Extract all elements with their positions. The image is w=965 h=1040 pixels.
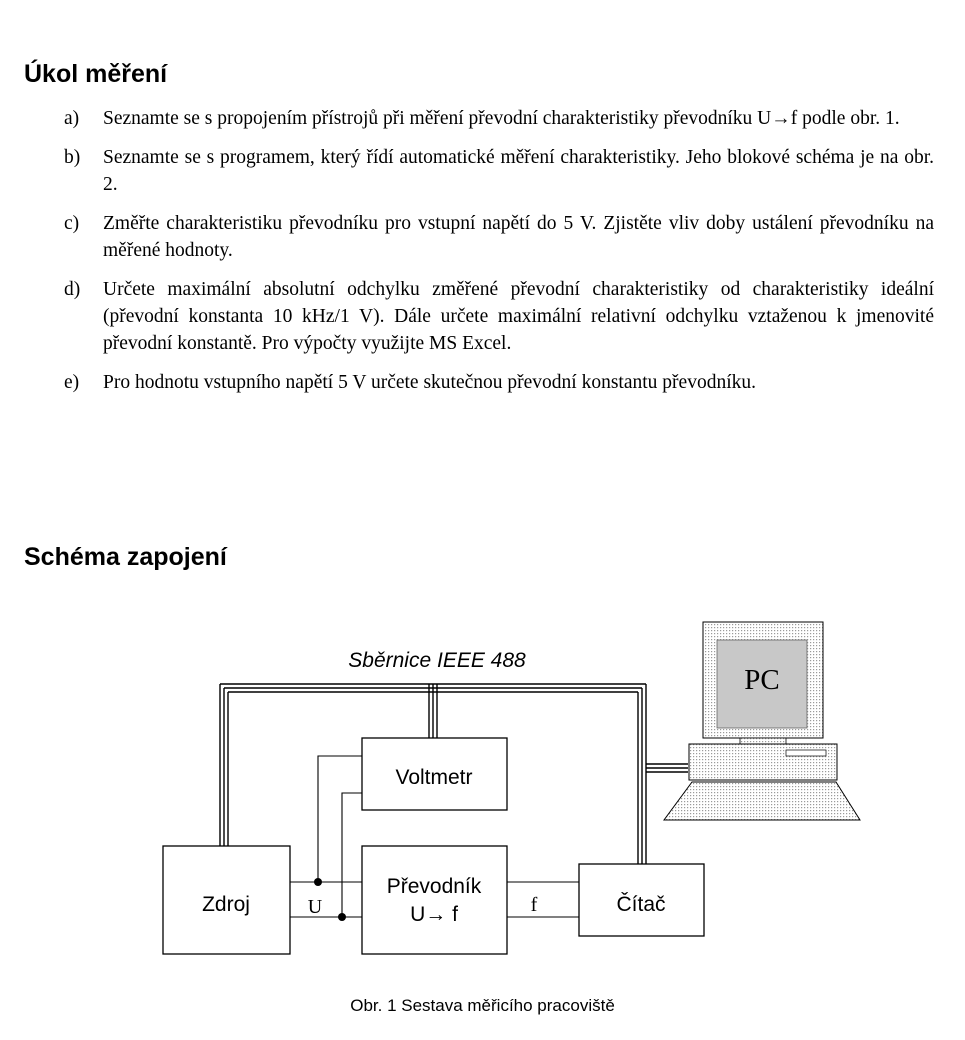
section-heading-schema: Schéma zapojení — [24, 543, 227, 571]
converter-label-line2: U→ f — [410, 903, 458, 926]
counter-block — [578, 863, 705, 937]
pc-label: PC — [744, 664, 779, 696]
counter-label: Čítač — [616, 893, 665, 916]
voltmeter-block — [361, 737, 508, 811]
source-label: Zdroj — [202, 893, 250, 916]
task-item: a) Seznamte se s propojením přístrojů př… — [64, 105, 934, 132]
task-item-text: Změřte charakteristiku převodníku pro vs… — [103, 213, 934, 261]
source-block — [162, 845, 291, 955]
task-item-text: Seznamte se s propojením přístrojů při m… — [103, 108, 900, 129]
task-item: d) Určete maximální absolutní odchylku z… — [64, 276, 934, 357]
task-item-text: Určete maximální absolutní odchylku změř… — [103, 279, 934, 354]
task-item-text: Pro hodnotu vstupního napětí 5 V určete … — [103, 372, 756, 393]
figure-caption: Obr. 1 Sestava měřicího pracoviště — [350, 996, 615, 1015]
converter-block — [361, 845, 508, 955]
task-item-label: a) — [64, 108, 80, 129]
task-item-label: d) — [64, 279, 81, 300]
task-item: e) Pro hodnotu vstupního napětí 5 V urče… — [64, 369, 934, 396]
junction-dot — [314, 878, 322, 886]
task-item-label: e) — [64, 372, 80, 393]
wiring-diagram: Sběrnice IEEE 488 PC — [162, 621, 861, 955]
bus-label: Sběrnice IEEE 488 — [348, 649, 526, 672]
task-item-label: c) — [64, 213, 80, 234]
task-item-text: Seznamte se s programem, který řídí auto… — [103, 147, 934, 195]
converter-label-line1: Převodník — [387, 875, 482, 898]
ieee-bus — [219, 683, 688, 864]
task-item: c) Změřte charakteristiku převodníku pro… — [64, 210, 934, 264]
task-item-label: b) — [64, 147, 81, 168]
f-signal-label: f — [531, 894, 538, 916]
junction-dot — [338, 913, 346, 921]
task-list: a) Seznamte se s propojením přístrojů př… — [64, 105, 934, 408]
task-item: b) Seznamte se s programem, který řídí a… — [64, 144, 934, 198]
u-signal-label: U — [308, 896, 323, 918]
signal-wires — [290, 755, 579, 918]
pc-icon — [663, 621, 861, 821]
section-heading-task: Úkol měření — [24, 60, 168, 88]
voltmeter-label: Voltmetr — [395, 766, 472, 789]
